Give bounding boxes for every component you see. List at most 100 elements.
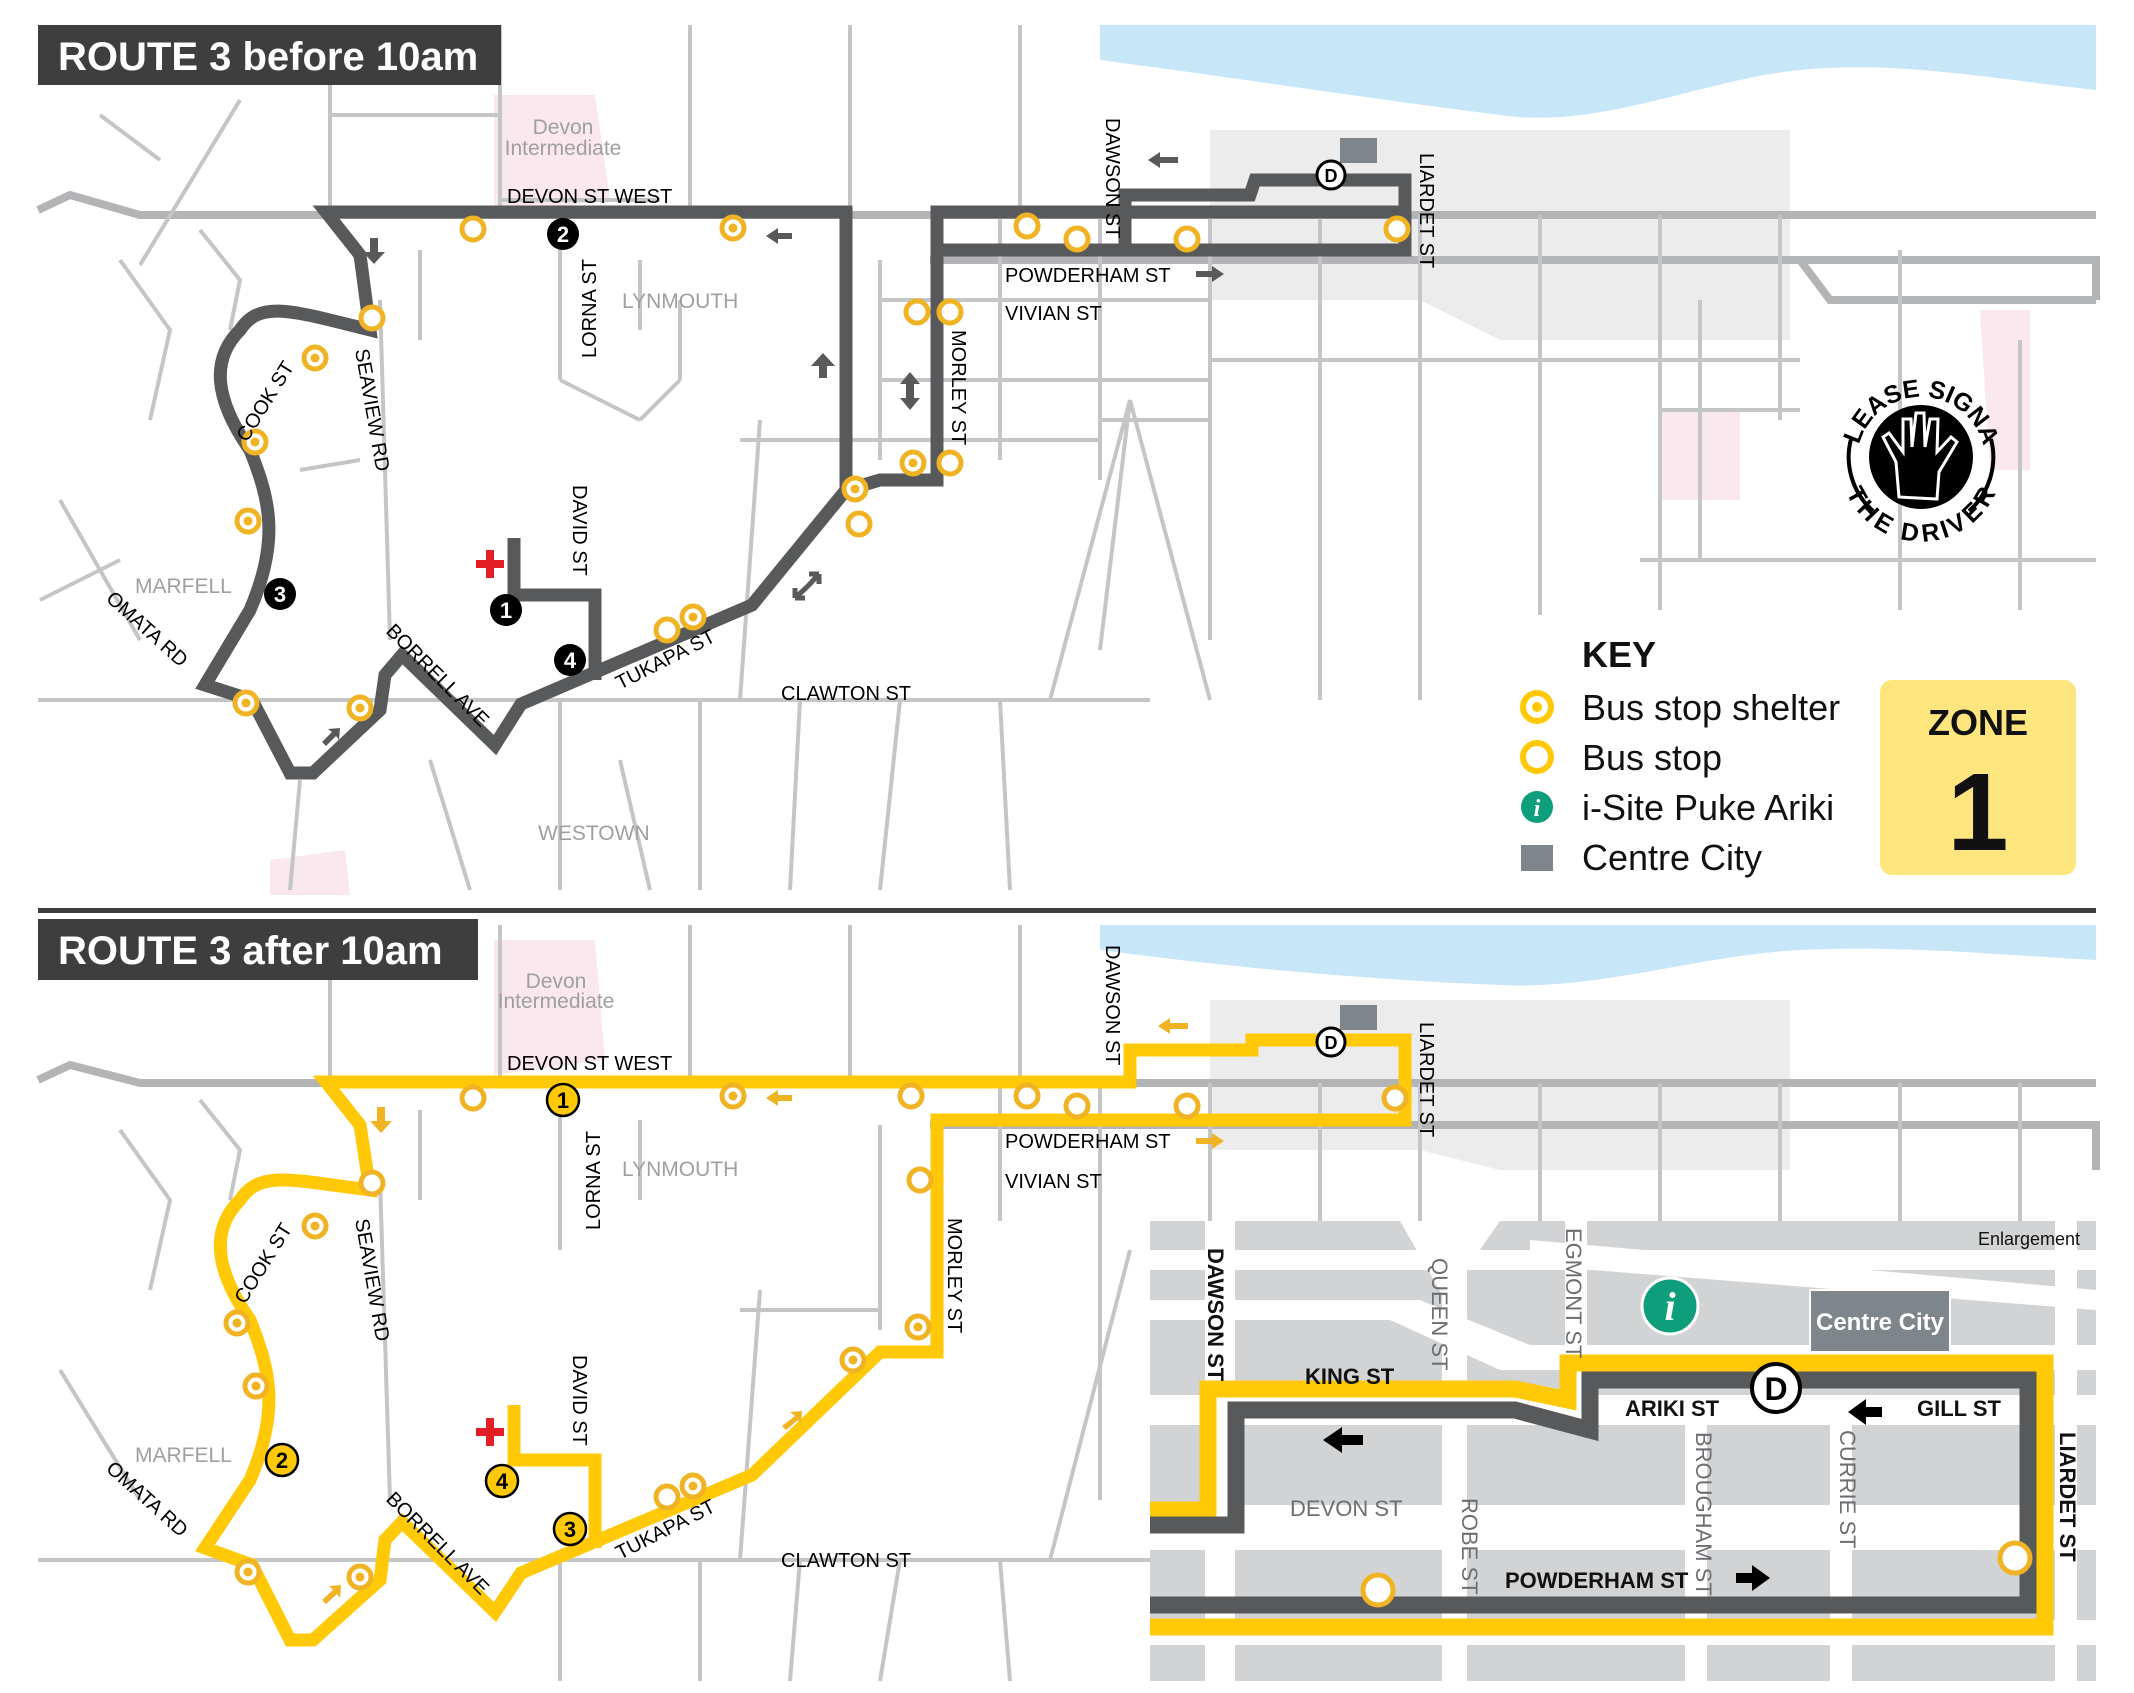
svg-text:DEVON ST WEST: DEVON ST WEST (507, 186, 672, 208)
please-signal-badge: PLEASE SIGNAL THE DRIVER (1838, 375, 2004, 548)
arrow-left-icon (1848, 1399, 1882, 1425)
svg-text:Bus stop shelter: Bus stop shelter (1582, 687, 1840, 728)
svg-text:CLAWTON ST: CLAWTON ST (781, 1550, 911, 1572)
svg-text:SEAVIEW RD: SEAVIEW RD (350, 1217, 393, 1343)
isite-icon: i (1640, 1276, 1700, 1336)
svg-text:QUEEN ST: QUEEN ST (1427, 1258, 1452, 1370)
svg-text:Intermediate: Intermediate (505, 137, 622, 160)
svg-text:DAWSON ST: DAWSON ST (1203, 1248, 1228, 1382)
hospital-icon (476, 1418, 504, 1446)
svg-text:MORLEY ST: MORLEY ST (943, 1218, 965, 1333)
svg-text:BORRELL AVE: BORRELL AVE (381, 1488, 492, 1599)
svg-text:Intermediate: Intermediate (498, 990, 615, 1013)
svg-text:ROUTE 3 before 10am: ROUTE 3 before 10am (58, 35, 478, 79)
arrow-left-icon (1158, 1018, 1188, 1034)
svg-text:POWDERHAM ST: POWDERHAM ST (1505, 1568, 1689, 1593)
key-item-bus-stop: Bus stop (1520, 737, 1722, 778)
svg-text:D: D (1325, 1033, 1338, 1053)
panel-title-after: ROUTE 3 after 10am (38, 919, 478, 980)
arrow-down-icon (363, 238, 385, 264)
arrow-diagonal-icon (782, 1411, 802, 1430)
svg-text:SEAVIEW RD: SEAVIEW RD (350, 347, 393, 473)
svg-text:DAWSON ST: DAWSON ST (1101, 945, 1123, 1065)
depot-label: D (1325, 166, 1338, 186)
arrow-left-icon (766, 1090, 792, 1106)
arrow-right-icon (1196, 266, 1224, 282)
route-after-spur (507, 1405, 602, 1548)
direction-arrows (322, 1018, 1224, 1604)
svg-text:i-Site Puke Ariki: i-Site Puke Ariki (1582, 787, 1834, 828)
svg-text:4: 4 (564, 648, 577, 673)
svg-text:MARFELL: MARFELL (135, 1444, 232, 1467)
arrow-updown-icon (900, 372, 920, 410)
svg-text:DAVID ST: DAVID ST (568, 1355, 590, 1446)
school-area (270, 850, 350, 895)
numbered-stop-3: 3 (552, 1511, 588, 1547)
school-area (494, 940, 605, 1075)
inset-route-before (1150, 1371, 2037, 1614)
svg-text:DAVID ST: DAVID ST (568, 485, 590, 576)
numbered-stop-4: 4 (554, 644, 586, 676)
zone-number: 1 (1947, 751, 2008, 874)
arrow-right-icon (1736, 1565, 1770, 1591)
depot-marker: D (1315, 1026, 1347, 1058)
panel-divider (38, 908, 2096, 913)
svg-text:GILL ST: GILL ST (1917, 1396, 2001, 1421)
map-key: KEY Bus stop shelter Bus stop i i-Site P… (1505, 615, 1855, 895)
svg-text:ROUTE 3 after 10am: ROUTE 3 after 10am (58, 929, 443, 973)
route-after-path (195, 1033, 1412, 1647)
numbered-stop-2: 2 (264, 1442, 300, 1478)
svg-text:Bus stop: Bus stop (1582, 737, 1722, 778)
water-area (1100, 25, 2096, 118)
enlargement-title: Enlargement (1978, 1229, 2080, 1249)
depot-marker: D (1750, 1362, 1802, 1414)
centre-city-building: Centre City (1809, 1289, 1951, 1353)
key-item-centre-city: Centre City (1521, 837, 1762, 878)
svg-text:VIVIAN ST: VIVIAN ST (1005, 1171, 1102, 1193)
svg-text:OMATA RD: OMATA RD (102, 587, 192, 671)
svg-text:1: 1 (500, 598, 512, 623)
route-before-path (195, 205, 853, 780)
svg-text:BROUGHAM ST: BROUGHAM ST (1691, 1432, 1716, 1596)
svg-text:VIVIAN ST: VIVIAN ST (1005, 303, 1102, 325)
svg-text:ROBE ST: ROBE ST (1457, 1498, 1482, 1595)
svg-text:COOK ST: COOK ST (233, 358, 299, 446)
svg-text:LYNMOUTH: LYNMOUTH (622, 290, 738, 313)
svg-text:DEVON ST WEST: DEVON ST WEST (507, 1053, 672, 1075)
panel-before-10am: D 1 2 3 4 Devon Intermediate DEVON ST WE… (36, 25, 2100, 895)
numbered-stop-3: 3 (264, 578, 296, 610)
svg-text:i: i (1534, 796, 1541, 822)
inset-route-after (1150, 1354, 2054, 1636)
svg-text:LIARDET ST: LIARDET ST (2055, 1432, 2080, 1562)
zone-badge: ZONE 1 (1880, 680, 2076, 875)
bus-stops (232, 212, 1411, 722)
hospital-icon (476, 550, 504, 578)
numbered-stop-2: 2 (547, 218, 579, 250)
bus-stop-icon (1520, 740, 1554, 774)
svg-text:CURRIE ST: CURRIE ST (1835, 1430, 1860, 1549)
svg-text:Centre City: Centre City (1816, 1309, 1945, 1336)
key-title: KEY (1582, 634, 1656, 675)
svg-text:LIARDET ST: LIARDET ST (1415, 153, 1437, 268)
bus-stops (223, 1082, 1409, 1591)
svg-text:D: D (1764, 1371, 1787, 1407)
isite-icon (1521, 791, 1553, 823)
bus-stop-icon (1360, 1572, 1396, 1608)
direction-arrows (322, 152, 1224, 746)
arrow-left-icon (1323, 1427, 1363, 1453)
svg-text:2: 2 (557, 222, 569, 247)
enlargement-inset: Enlargement Centre City i (1150, 1221, 2096, 1681)
svg-text:MARFELL: MARFELL (135, 575, 232, 598)
svg-text:DAWSON ST: DAWSON ST (1101, 118, 1123, 238)
zone-label: ZONE (1928, 702, 2028, 743)
school-area (494, 95, 610, 215)
svg-text:3: 3 (274, 582, 286, 607)
key-item-bus-stop-shelter: Bus stop shelter (1520, 687, 1840, 728)
svg-text:i: i (1664, 1284, 1675, 1329)
depot-marker: D (1315, 159, 1347, 191)
arrow-down-icon (370, 1107, 392, 1133)
svg-text:EGMONT ST: EGMONT ST (1561, 1228, 1586, 1358)
street-network (36, 25, 2100, 891)
panel-after-10am: D 1 2 3 4 Devon Intermediate DEVON ST WE… (36, 919, 2100, 1682)
